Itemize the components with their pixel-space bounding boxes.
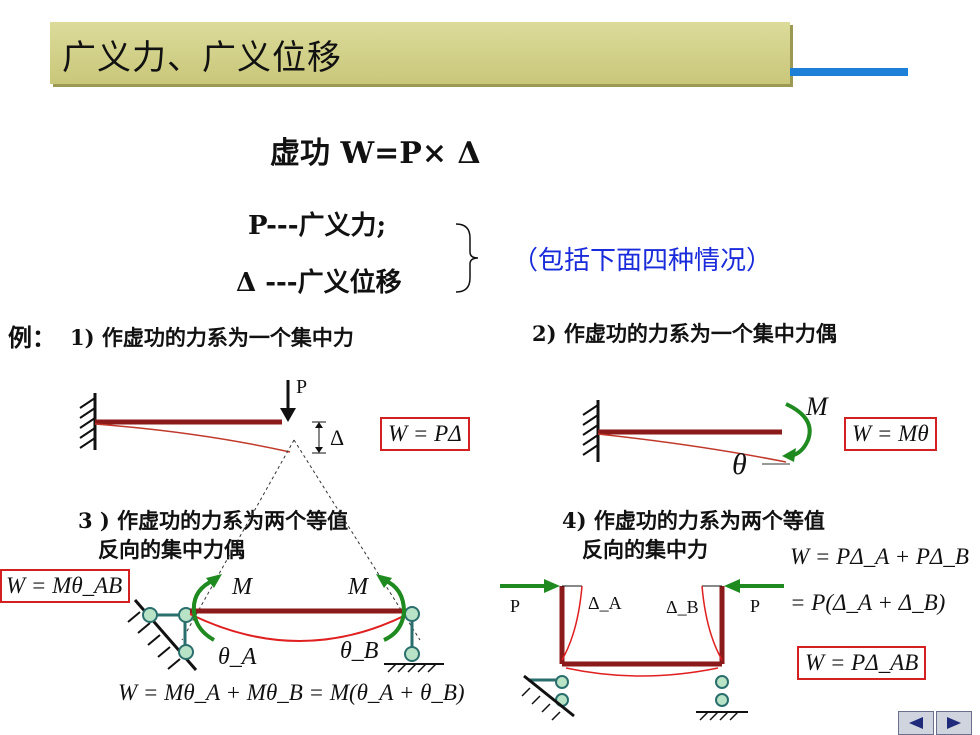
left-moment-arrow-icon [191, 578, 216, 642]
case4-title-line1: 4) 作虚功的力系为两个等值 [562, 508, 825, 533]
brace-icon [455, 223, 479, 293]
case1-delta-label: Δ [330, 425, 345, 450]
case1-work-equation: W = PΔ [380, 417, 470, 451]
case2-cantilever-diagram [582, 400, 812, 465]
triangle-left-icon [909, 717, 923, 729]
case2-work-equation: W = Mθ [844, 417, 937, 451]
case1-cantilever-diagram [79, 380, 421, 641]
example-prefix: 例： [8, 323, 56, 352]
case4-delta-b-label: Δ_B [666, 597, 699, 617]
case3-theta-b-label: θ_B [340, 638, 379, 664]
case3-sum-equation: W = Mθ_A + Mθ_B = M(θ_A + θ_B) [118, 680, 465, 705]
next-slide-button[interactable] [936, 711, 972, 735]
page-title: 广义力、广义位移 [62, 38, 342, 78]
case3-theta-a-label: θ_A [218, 644, 257, 670]
case1-title: 1) 作虚功的力系为一个集中力 [70, 325, 354, 350]
case4-left-load-label: P [510, 596, 521, 616]
case3-right-moment-label: M [348, 574, 368, 600]
case2-theta-label: θ [732, 448, 747, 481]
cases-note: （包括下面四种情况） [512, 246, 773, 276]
case2-title: 2) 作虚功的力系为一个集中力偶 [532, 321, 837, 346]
definition-delta: Δ ---广义位移 [236, 268, 402, 298]
right-moment-arrow-icon [383, 578, 407, 642]
case3-boxed-equation: W = Mθ_AB [0, 569, 131, 603]
case4-title-line2: 反向的集中力 [582, 537, 708, 562]
definition-p: P---广义力; [248, 211, 387, 241]
virtual-work-formula: 虚功 W=P× Δ [270, 136, 481, 171]
case4-frame-diagram [500, 579, 784, 721]
case4-equation-line1: W = PΔ_A + PΔ_B [790, 544, 969, 569]
triangle-right-icon [947, 717, 961, 729]
case3-title-line2: 反向的集中力偶 [98, 537, 245, 562]
title-bar [50, 22, 790, 84]
case3-left-moment-label: M [232, 574, 252, 600]
case4-delta-a-label: Δ_A [588, 593, 622, 613]
case3-title-line1: 3 ) 作虚功的力系为两个等值 [78, 508, 349, 533]
case2-moment-label: M [806, 392, 828, 421]
case3-beam-diagram [127, 574, 444, 673]
prev-slide-button[interactable] [898, 711, 934, 735]
moment-arrow-icon [785, 402, 812, 458]
title-accent-line [790, 68, 908, 76]
case4-equation-line2: = P(Δ_A + Δ_B) [790, 590, 946, 615]
case4-right-load-label: P [750, 596, 761, 616]
case1-load-label: P [296, 376, 308, 398]
case4-boxed-equation: W = PΔ_AB [797, 646, 927, 680]
